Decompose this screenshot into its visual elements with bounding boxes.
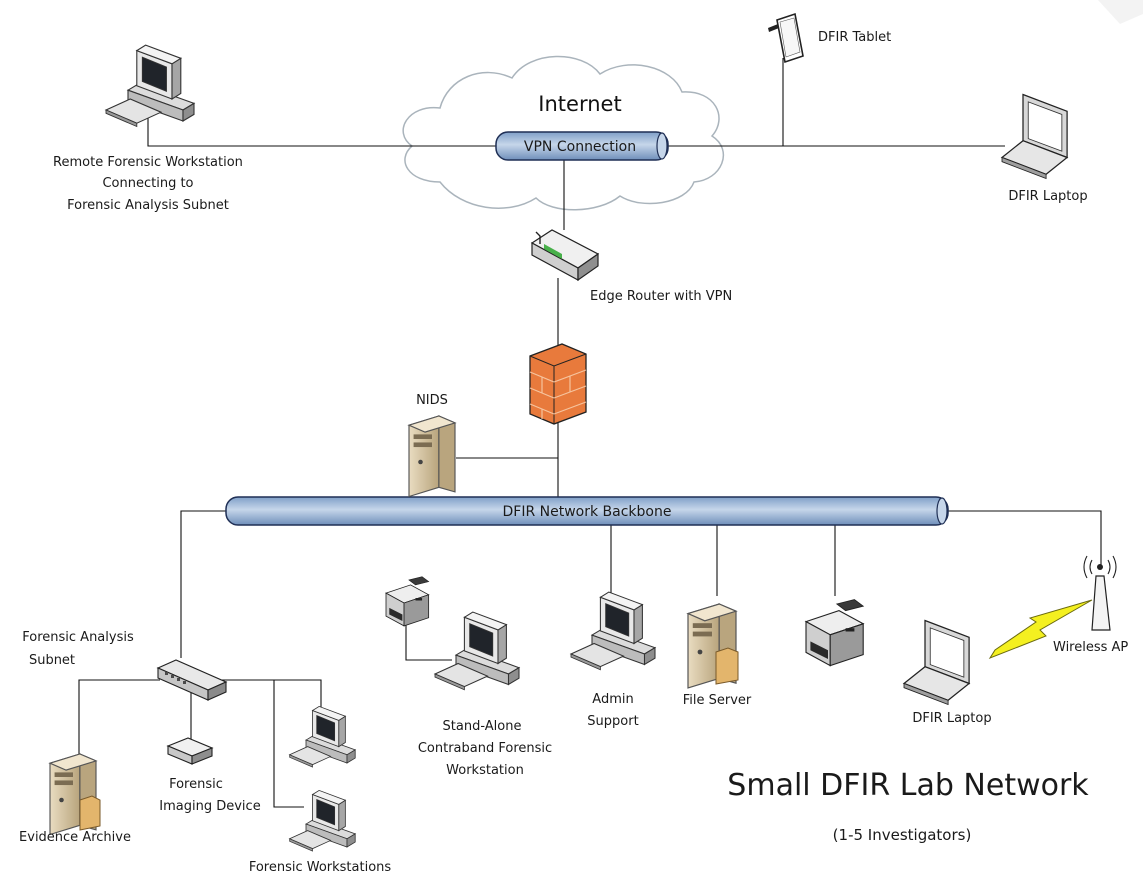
imaging-device-label-1: Forensic: [169, 777, 223, 792]
firewall-icon: [529, 343, 587, 425]
computer-icon: [289, 790, 356, 852]
file-server-node: File Server: [683, 603, 752, 708]
forensic-workstations-label: Forensic Workstations: [249, 860, 392, 875]
backbone-to-ap-link: [948, 510, 1102, 565]
dfir-tablet-node: DFIR Tablet: [768, 12, 891, 64]
dfir-laptop-bottom-label: DFIR Laptop: [912, 711, 991, 726]
edge-router-label: Edge Router with VPN: [590, 289, 732, 304]
dfir-laptop-top-label: DFIR Laptop: [1008, 189, 1087, 204]
lightning-icon: [988, 599, 1093, 660]
remote-workstation-label-1: Remote Forensic Workstation: [53, 155, 243, 170]
wireless-ap-node: Wireless AP: [1053, 555, 1128, 655]
computer-icon: [289, 706, 356, 768]
standalone-label-2: Contraband Forensic: [418, 741, 552, 756]
tablet-icon: [768, 12, 804, 64]
remote-workstation-label-2: Connecting to: [102, 176, 193, 191]
server-icon: [408, 415, 456, 498]
imaging-device-node: Forensic Imaging Device: [159, 737, 261, 814]
dfir-laptop-top-node: DFIR Laptop: [1001, 93, 1088, 204]
standalone-printer-link: [405, 617, 452, 661]
vpn-connection-pipe: VPN Connection: [495, 131, 669, 161]
laptop-icon: [1001, 93, 1068, 180]
cloud-label: Internet: [538, 92, 621, 116]
router-icon: [530, 229, 600, 282]
forensic-subnet-label-1: Forensic Analysis: [22, 630, 134, 645]
folder-icon: [79, 795, 101, 831]
computer-icon: [105, 44, 195, 128]
remote-workstation-node: Remote Forensic Workstation Connecting t…: [53, 44, 243, 213]
network-backbone-pipe: DFIR Network Backbone: [225, 496, 949, 526]
subnet-right-link: [218, 679, 322, 712]
edge-router-node: Edge Router with VPN: [530, 229, 732, 304]
folder-icon: [715, 647, 739, 685]
computer-icon: [570, 591, 656, 671]
forensic-workstations-node: Forensic Workstations: [249, 706, 392, 875]
laptop-icon: [903, 619, 970, 706]
admin-support-node: Admin Support: [570, 591, 656, 729]
admin-support-label-2: Support: [587, 714, 638, 729]
firewall-node: [529, 343, 587, 425]
printer-icon: [385, 576, 430, 627]
admin-support-label-1: Admin: [592, 692, 633, 707]
standalone-label-3: Workstation: [446, 763, 524, 778]
watermark-mark: [1098, 0, 1143, 24]
computer-icon: [434, 611, 520, 691]
nids-label: NIDS: [416, 393, 448, 408]
printer-icon: [805, 599, 864, 667]
switch-icon: [156, 659, 228, 701]
diagram-subtitle: (1-5 Investigators): [833, 826, 972, 844]
dfir-laptop-bottom-node: DFIR Laptop: [903, 619, 992, 726]
file-server-label: File Server: [683, 693, 752, 708]
diagram-title: Small DFIR Lab Network: [727, 768, 1089, 803]
standalone-workstation-node: Stand-Alone Contraband Forensic Workstat…: [385, 576, 552, 778]
wireless-ap-icon: [1083, 555, 1117, 631]
evidence-archive-label: Evidence Archive: [19, 830, 131, 845]
network-printer-node: [805, 599, 864, 667]
wires: [78, 58, 1102, 808]
forensic-subnet-label-2: Subnet: [29, 653, 75, 668]
evidence-archive-node: Evidence Archive: [19, 753, 131, 845]
dfir-tablet-label: DFIR Tablet: [818, 30, 891, 45]
standalone-label-1: Stand-Alone: [443, 719, 522, 734]
backbone-label: DFIR Network Backbone: [503, 504, 672, 520]
imaging-device-icon: [166, 737, 214, 765]
subnet-left-link: [78, 679, 160, 760]
vpn-label: VPN Connection: [524, 139, 636, 155]
remote-workstation-link: [147, 114, 496, 147]
imaging-device-label-2: Imaging Device: [159, 799, 260, 814]
wireless-ap-label: Wireless AP: [1053, 640, 1128, 655]
subnet-ws2-link: [273, 680, 304, 808]
forensic-subnet-node: Forensic Analysis Subnet: [22, 630, 228, 701]
nids-node: NIDS: [408, 393, 456, 498]
backbone-to-subnet-link: [180, 510, 226, 658]
remote-workstation-label-3: Forensic Analysis Subnet: [67, 198, 229, 213]
